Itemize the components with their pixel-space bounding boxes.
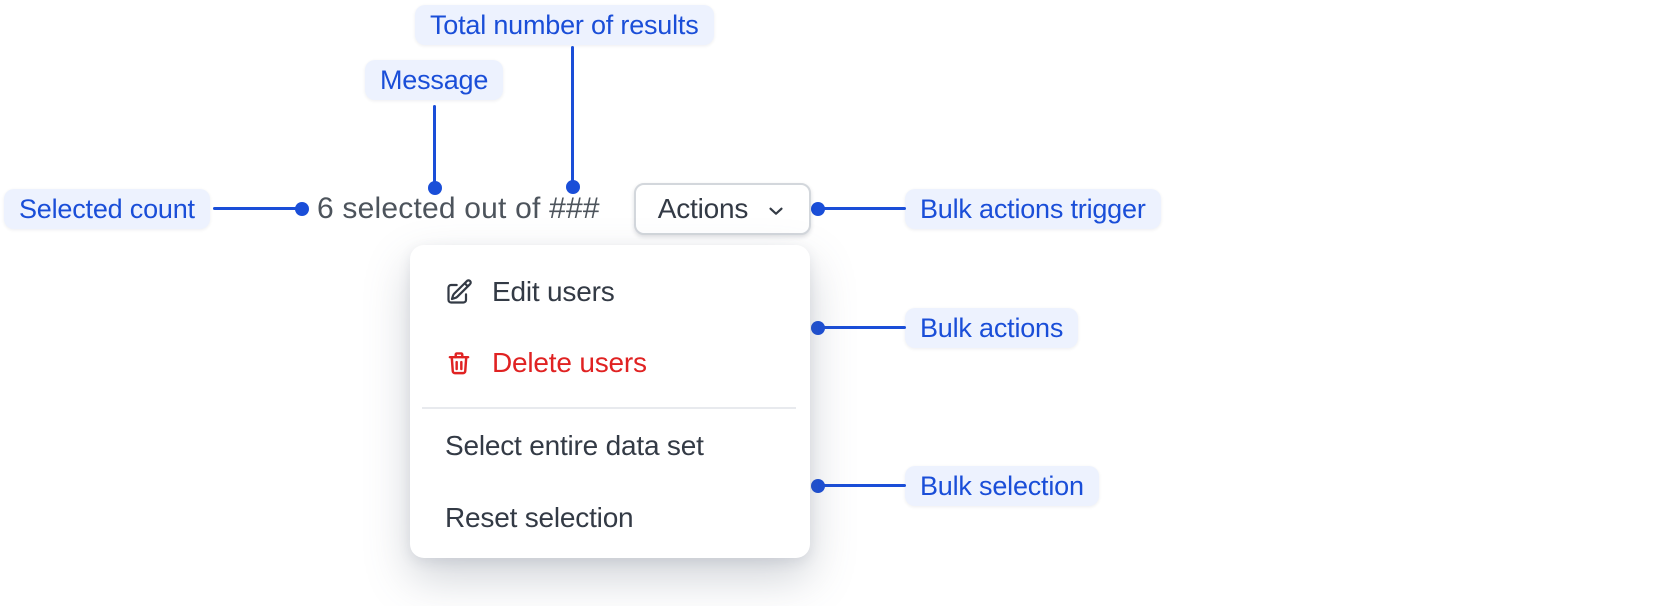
- edit-icon: [447, 279, 472, 304]
- connector-bulk-selection: [818, 484, 906, 487]
- connector-selected-count: [213, 207, 302, 210]
- annotation-message: Message: [365, 60, 504, 100]
- connector-dot-selected-count: [295, 202, 309, 216]
- actions-button-label: Actions: [657, 193, 749, 224]
- menu-item-label: Delete users: [492, 347, 647, 378]
- menu-item-select-entire-data-set[interactable]: Select entire data set: [410, 426, 810, 466]
- annotation-total-results: Total number of results: [415, 5, 714, 45]
- menu-item-reset-selection[interactable]: Reset selection: [410, 498, 810, 538]
- connector-bulk-actions-trigger: [818, 207, 906, 210]
- menu-divider: [422, 407, 796, 409]
- selection-message: 6 selected out of ###: [317, 192, 600, 225]
- bulk-actions-menu: Edit users Delete users Select entire da…: [410, 245, 810, 558]
- chevron-down-icon: [769, 207, 783, 215]
- menu-item-edit-users[interactable]: Edit users: [410, 272, 810, 312]
- connector-dot-message: [428, 181, 442, 195]
- menu-item-label: Reset selection: [445, 502, 634, 533]
- annotation-bulk-actions: Bulk actions: [905, 308, 1079, 348]
- menu-item-label: Select entire data set: [445, 430, 704, 461]
- trash-icon: [448, 352, 470, 375]
- connector-bulk-actions: [818, 326, 906, 329]
- connector-dot-bulk-actions-trigger: [811, 202, 825, 216]
- connector-dot-bulk-actions: [811, 321, 825, 335]
- menu-item-label: Edit users: [492, 276, 615, 307]
- connector-total-results: [571, 46, 574, 187]
- connector-dot-bulk-selection: [811, 479, 825, 493]
- bulk-actions-trigger-button[interactable]: Actions: [634, 183, 811, 235]
- menu-item-delete-users[interactable]: Delete users: [410, 343, 810, 383]
- annotation-bulk-selection: Bulk selection: [905, 466, 1099, 506]
- connector-message: [433, 105, 436, 188]
- annotation-bulk-actions-trigger: Bulk actions trigger: [905, 189, 1161, 229]
- annotation-selected-count: Selected count: [4, 189, 210, 229]
- connector-dot-total-results: [566, 180, 580, 194]
